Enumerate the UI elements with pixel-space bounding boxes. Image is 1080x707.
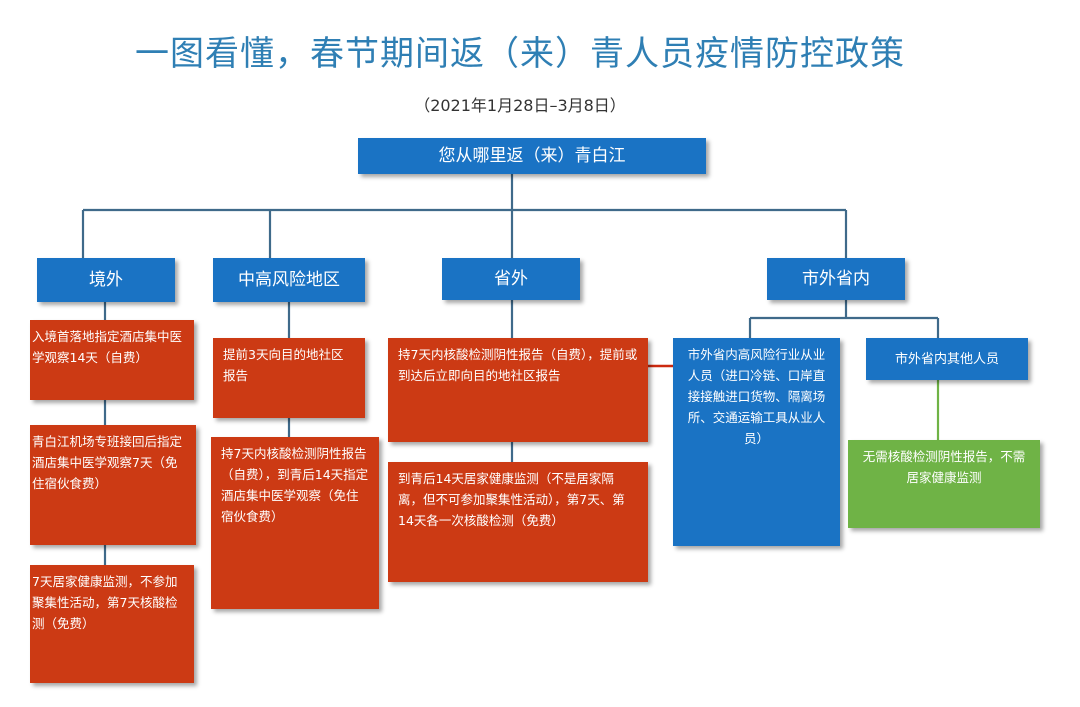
out-of-province-step-1: 持7天内核酸检测阴性报告（自费），提前或到达后立即向目的地社区报告 [388,338,648,442]
category-overseas: 境外 [37,258,175,302]
root-question-label: 您从哪里返（来）青白江 [438,145,626,166]
risk-area-step-1: 提前3天向目的地社区报告 [213,338,365,418]
in-province-high-risk-workers: 市外省内高风险行业从业人员（进口冷链、口岸直接接触进口货物、隔离场所、交通运输工… [673,338,840,546]
overseas-step-1-text: 入境首落地指定酒店集中医学观察14天（自费） [32,329,183,365]
overseas-step-2-text: 青白江机场专班接回后指定酒店集中医学观察7天（免住宿伙食费） [32,434,183,491]
in-province-others: 市外省内其他人员 [866,338,1028,380]
out-of-province-step-1-text: 持7天内核酸检测阴性报告（自费），提前或到达后立即向目的地社区报告 [398,347,638,383]
category-risk-area-label: 中高风险地区 [238,269,340,290]
overseas-step-1: 入境首落地指定酒店集中医学观察14天（自费） [30,320,194,400]
risk-area-step-1-text: 提前3天向目的地社区报告 [223,347,344,383]
page-title: 一图看懂，春节期间返（来）青人员疫情防控政策 [135,34,905,74]
out-of-province-step-2-text: 到青后14天居家健康监测（不是居家隔离，但不可参加聚集性活动），第7天、第14天… [398,471,625,528]
overseas-step-3: 7天居家健康监测，不参加聚集性活动，第7天核酸检测（免费） [30,565,194,683]
category-risk-area: 中高风险地区 [213,258,365,302]
category-in-province: 市外省内 [767,258,905,300]
out-of-province-step-2: 到青后14天居家健康监测（不是居家隔离，但不可参加聚集性活动），第7天、第14天… [388,462,648,582]
risk-area-step-2-text: 持7天内核酸检测阴性报告（自费），到青后14天指定酒店集中医学观察（免住宿伙食费… [221,446,369,524]
overseas-step-3-text: 7天居家健康监测，不参加聚集性活动，第7天核酸检测（免费） [32,574,178,631]
date-range-subtitle: （2021年1月28日–3月8日） [414,96,626,115]
risk-area-step-2: 持7天内核酸检测阴性报告（自费），到青后14天指定酒店集中医学观察（免住宿伙食费… [211,437,379,609]
in-province-high-risk-workers-text: 市外省内高风险行业从业人员（进口冷链、口岸直接接触进口货物、隔离场所、交通运输工… [687,347,826,446]
in-province-others-label: 市外省内其他人员 [894,351,999,367]
category-in-province-label: 市外省内 [802,268,870,289]
overseas-step-2: 青白江机场专班接回后指定酒店集中医学观察7天（免住宿伙食费） [30,425,196,545]
category-out-of-province-label: 省外 [494,268,528,289]
root-question: 您从哪里返（来）青白江 [358,138,706,174]
category-overseas-label: 境外 [89,269,123,290]
in-province-others-result-text: 无需核酸检测阴性报告，不需居家健康监测 [862,449,1026,485]
in-province-others-result: 无需核酸检测阴性报告，不需居家健康监测 [848,440,1040,528]
category-out-of-province: 省外 [442,258,580,300]
